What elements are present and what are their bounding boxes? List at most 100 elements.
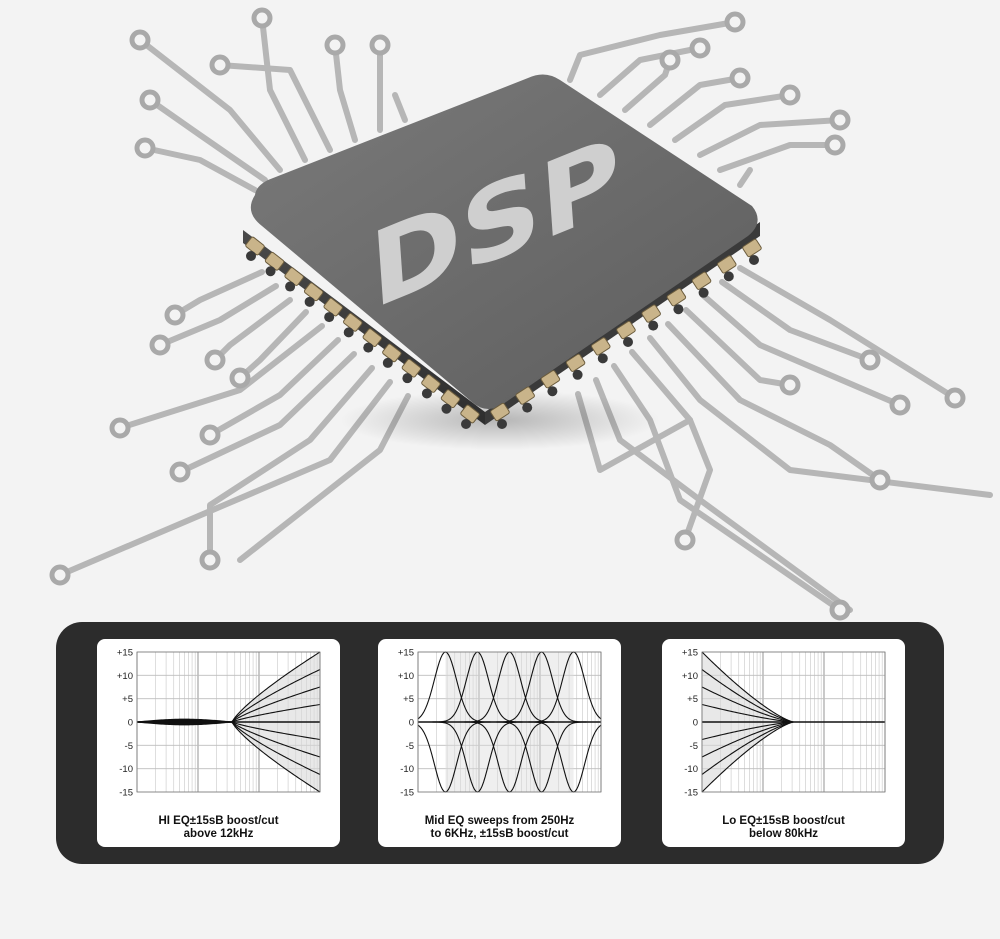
y-tick-label: 0 [409,718,414,729]
hi-eq-caption-line-1: HI EQ±15sB boost/cut [158,815,279,827]
chip-pin [691,271,712,290]
chip-pin [515,386,535,405]
mid-eq-caption: Mid EQ sweeps from 250Hz to 6KHz, ±15sB … [378,815,621,841]
trace-pad [779,374,801,396]
trace-pad [689,37,711,59]
circuit-trace [737,167,753,188]
chip-pin [245,236,265,256]
chip-pin [440,389,461,409]
circuit-trace [597,45,703,98]
trace-pad [779,84,801,106]
trace-pad [199,424,221,446]
circuit-trace [717,142,838,173]
chip-pin [490,402,510,422]
pin-solder [749,255,759,265]
chip-side-left [243,230,485,425]
lo-eq-chart: +15+10+50-5-10-15 [682,648,886,799]
chip-pin [303,282,324,302]
pin-solder [441,403,452,414]
trace-pad [139,89,161,111]
pin-solder [522,402,533,413]
trace-pad [129,29,151,51]
chip-pin [323,297,343,317]
circuit-traces [57,15,993,613]
circuit-trace [392,92,408,123]
circuit-trace [665,321,883,483]
chip-pin [540,370,561,389]
pin-solder [304,296,315,307]
hi-eq-caption-line-2: above 12kHz [183,828,254,840]
chip-pin [565,353,586,372]
pin-solder [285,281,296,292]
circuit-trace [207,365,375,563]
chip-pin [382,343,402,363]
pin-solder [402,373,413,384]
circuit-trace [629,349,713,543]
trace-pad [209,54,231,76]
y-tick-label: +5 [403,694,414,705]
trace-pad [889,394,911,416]
y-tick-label: -5 [406,741,414,752]
hi-eq-chart: +15+10+50-5-10-15 [117,648,321,799]
y-tick-label: +15 [117,648,133,659]
mid-eq-caption-line-2: to 6KHz, ±15sB boost/cut [430,828,569,840]
pin-solder [461,419,471,429]
trace-pad [134,137,156,159]
y-tick-label: -10 [119,764,133,775]
mid-eq-chart: +15+10+50-5-10-15 [398,648,602,799]
chip-pin [666,288,687,307]
eq-curve [701,721,885,793]
y-tick-label: -5 [690,741,698,752]
trace-pad [674,529,696,551]
pin-solder [363,342,374,353]
chip-pin [742,238,762,258]
y-tick-label: -10 [400,764,414,775]
circuit-trace [332,42,358,143]
circuit-trace [719,279,873,363]
trace-pad [149,334,171,356]
hi-eq-caption: HI EQ±15sB boost/cut above 12kHz [97,815,340,841]
trace-pad [251,7,273,29]
trace-pad [859,349,881,371]
pin-solder [572,369,583,380]
circuit-trace [117,323,325,431]
y-tick-label: +15 [682,648,698,659]
circuit-trace [142,145,258,193]
circuit-trace [737,265,958,401]
circuit-trace [217,62,333,153]
chip-pin [641,304,661,323]
chip-pin [284,267,304,286]
dsp-chip: DSP [243,74,762,429]
chip-pin [421,374,441,393]
trace-pad [169,461,191,483]
pin-solder [324,312,335,323]
y-tick-label: -15 [400,788,414,799]
trace-pad [829,599,851,621]
chip-pin [343,313,363,332]
trace-pad [109,417,131,439]
chip-pin [401,358,422,378]
y-tick-label: -5 [125,741,133,752]
chip-pin [264,251,285,271]
pin-solder [673,304,684,315]
y-tick-label: +15 [398,648,414,659]
chip-pin [362,328,382,347]
trace-pad [324,34,346,56]
eq-curve [136,721,321,793]
circuit-trace [157,283,279,348]
chip-pins [245,236,762,429]
trace-pad [824,134,846,156]
pin-solder [597,353,608,364]
trace-pad [659,49,681,71]
pin-solder [382,357,393,368]
circuit-trace [172,269,265,318]
trace-pad [164,304,186,326]
pin-solder [723,271,734,282]
trace-pad [869,469,891,491]
pin-solder [648,320,659,331]
circuit-trace [611,363,843,613]
trace-pad [729,67,751,89]
